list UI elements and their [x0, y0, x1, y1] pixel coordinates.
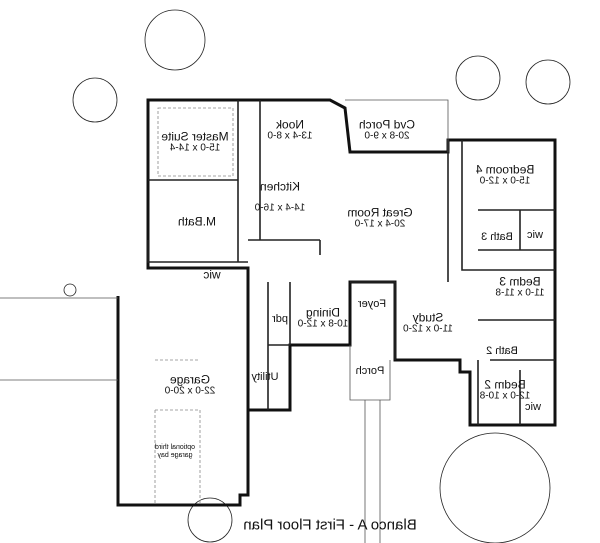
ceiling-lines — [154, 107, 234, 505]
exterior-walls — [116, 98, 557, 507]
room-bath-3: Bath 3 — [481, 231, 513, 244]
tree — [455, 55, 501, 101]
room-name: Garage — [169, 372, 211, 387]
tree — [72, 77, 118, 123]
room-dims: 11-0 x 12-0 — [403, 323, 453, 335]
porch-outlines — [0, 99, 449, 543]
room-foyer: Foyer — [357, 298, 387, 311]
room-utility: Utility — [251, 371, 279, 384]
room-name: Kitchen — [259, 179, 301, 194]
room-name: Great Room — [347, 205, 413, 220]
room-name: Study — [412, 310, 444, 325]
room-dims: 20-4 x 17-0 — [354, 218, 406, 230]
room-name: pdr — [272, 313, 288, 326]
room-dims: 13-4 x 8-0 — [267, 130, 313, 142]
room-name: M.Bath — [177, 214, 217, 229]
room-kitchen: Kitchen 14-4 x 16-0 — [254, 179, 306, 214]
room-name: wic — [527, 229, 543, 242]
room-name: Nook — [276, 117, 305, 132]
room-dims: 15-0 x 14-4 — [169, 142, 221, 154]
room-name: Bedroom 4 — [475, 162, 535, 177]
garage-note: optional third garage bay — [154, 443, 196, 459]
room-name: Cvd Porch — [358, 117, 416, 132]
room-bath-2: Bath 2 — [486, 345, 518, 358]
tree — [144, 9, 206, 71]
plan-title: Blanco A - First Floor Plan — [243, 516, 417, 534]
interior-walls — [147, 100, 555, 425]
room-wic-bedm-2: wic — [525, 401, 541, 414]
room-dims: 12-0 x 10-8 — [479, 390, 531, 402]
landscape-trees — [63, 9, 571, 543]
tree — [439, 432, 551, 543]
room-name: Foyer — [357, 298, 387, 311]
room-name: Bath 3 — [481, 231, 513, 244]
room-name: Dining — [305, 305, 341, 320]
room-name: Bath 2 — [486, 345, 518, 358]
room-wic-master: wic — [203, 267, 221, 282]
room-name: Bedm 3 — [499, 274, 541, 289]
room-dims: 11-0 x 11-8 — [495, 287, 545, 299]
room-name: Utility — [251, 371, 279, 384]
tree — [187, 497, 233, 543]
room-dims: 15-0 x 12-0 — [479, 175, 531, 187]
room-dims: 14-4 x 16-0 — [254, 202, 306, 214]
room-dims: 10-8 x 12-0 — [297, 318, 349, 330]
room-dims: 22-0 x 20-0 — [164, 385, 216, 397]
room-name: Master Suite — [161, 129, 229, 144]
room-master-bath: M.Bath — [177, 214, 217, 229]
room-name: Bedm 2 — [484, 377, 526, 392]
room-porch: Porch — [355, 365, 385, 378]
tree — [525, 59, 571, 105]
room-powder: pdr — [272, 313, 288, 326]
room-name: wic — [525, 401, 541, 414]
room-dims: 20-8 x 9-0 — [364, 130, 410, 142]
room-wic-bedroom-4: wic — [527, 229, 543, 242]
room-name: wic — [203, 267, 221, 282]
shrub — [63, 283, 77, 297]
room-name: Porch — [355, 365, 385, 378]
